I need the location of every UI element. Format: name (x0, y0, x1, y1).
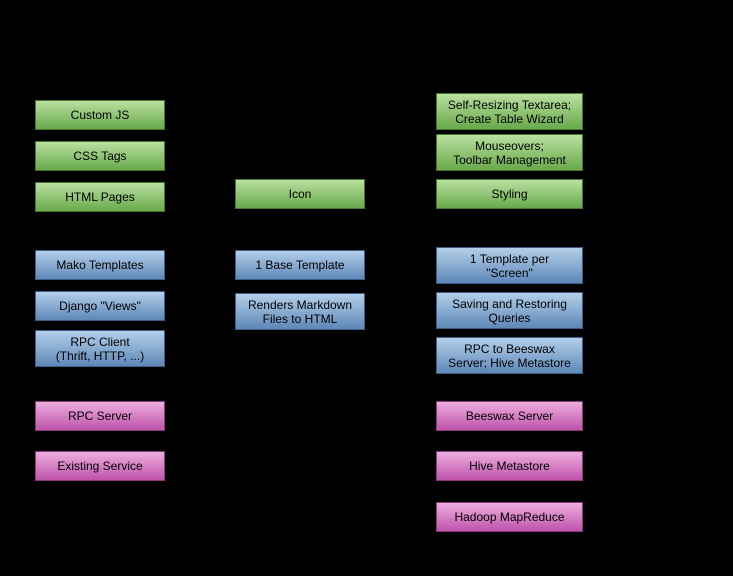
box-custom-js: Custom JS (35, 100, 165, 130)
box-self-resizing-textarea: Self-Resizing Textarea; Create Table Wiz… (436, 93, 583, 130)
box-icon: Icon (235, 179, 365, 209)
box-1-template-per-screen: 1 Template per "Screen" (436, 247, 583, 284)
box-css-tags: CSS Tags (35, 141, 165, 171)
box-rpc-client: RPC Client (Thrift, HTTP, ...) (35, 330, 165, 367)
box-styling: Styling (436, 179, 583, 209)
box-existing-service: Existing Service (35, 451, 165, 481)
box-hadoop-mapreduce: Hadoop MapReduce (436, 502, 583, 532)
box-renders-markdown: Renders Markdown Files to HTML (235, 293, 365, 330)
box-saving-restoring-queries: Saving and Restoring Queries (436, 292, 583, 329)
box-mako-templates: Mako Templates (35, 250, 165, 280)
box-beeswax-server: Beeswax Server (436, 401, 583, 431)
box-1-base-template: 1 Base Template (235, 250, 365, 280)
box-rpc-server: RPC Server (35, 401, 165, 431)
box-html-pages: HTML Pages (35, 182, 165, 212)
box-mouseovers-toolbar: Mouseovers; Toolbar Management (436, 134, 583, 171)
box-hive-metastore: Hive Metastore (436, 451, 583, 481)
box-django-views: Django "Views" (35, 291, 165, 321)
box-rpc-to-beeswax: RPC to Beeswax Server; Hive Metastore (436, 337, 583, 374)
